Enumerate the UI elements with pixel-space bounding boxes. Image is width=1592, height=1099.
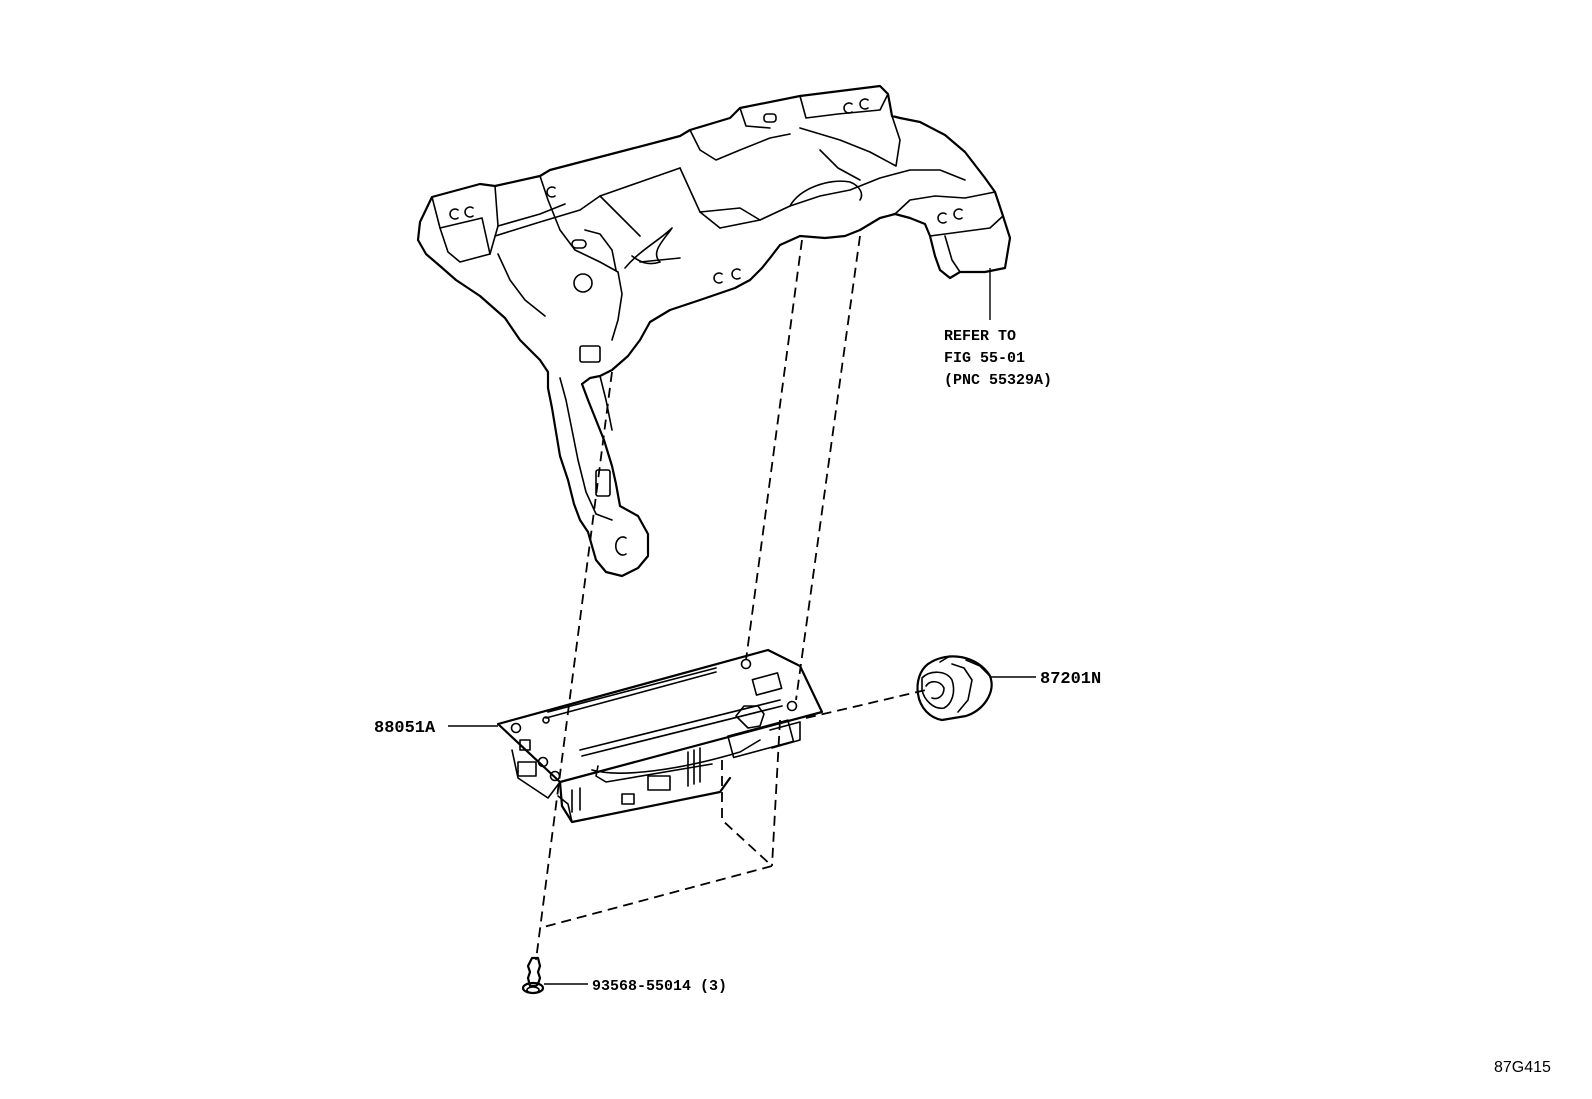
label-87201n: 87201N (1040, 670, 1101, 689)
figure-id: 87G415 (1494, 1059, 1551, 1076)
screw-part (521, 956, 545, 995)
label-refer-line2: FIG 55-01 (944, 350, 1025, 367)
assembly-guide-lines (535, 235, 927, 961)
heater-control-assembly (496, 648, 824, 824)
instrument-panel-bracket (416, 84, 1012, 578)
callout-leaders (448, 268, 1036, 985)
label-88051a: 88051A (374, 719, 436, 738)
label-refer-line3: (PNC 55329A) (944, 372, 1052, 389)
knob-part (916, 655, 993, 722)
label-screw-qty: (3) (700, 978, 727, 995)
label-screw-part-no: 93568-55014 (592, 978, 691, 995)
bracket-holes (449, 98, 963, 556)
label-refer-line1: REFER TO (944, 328, 1016, 345)
